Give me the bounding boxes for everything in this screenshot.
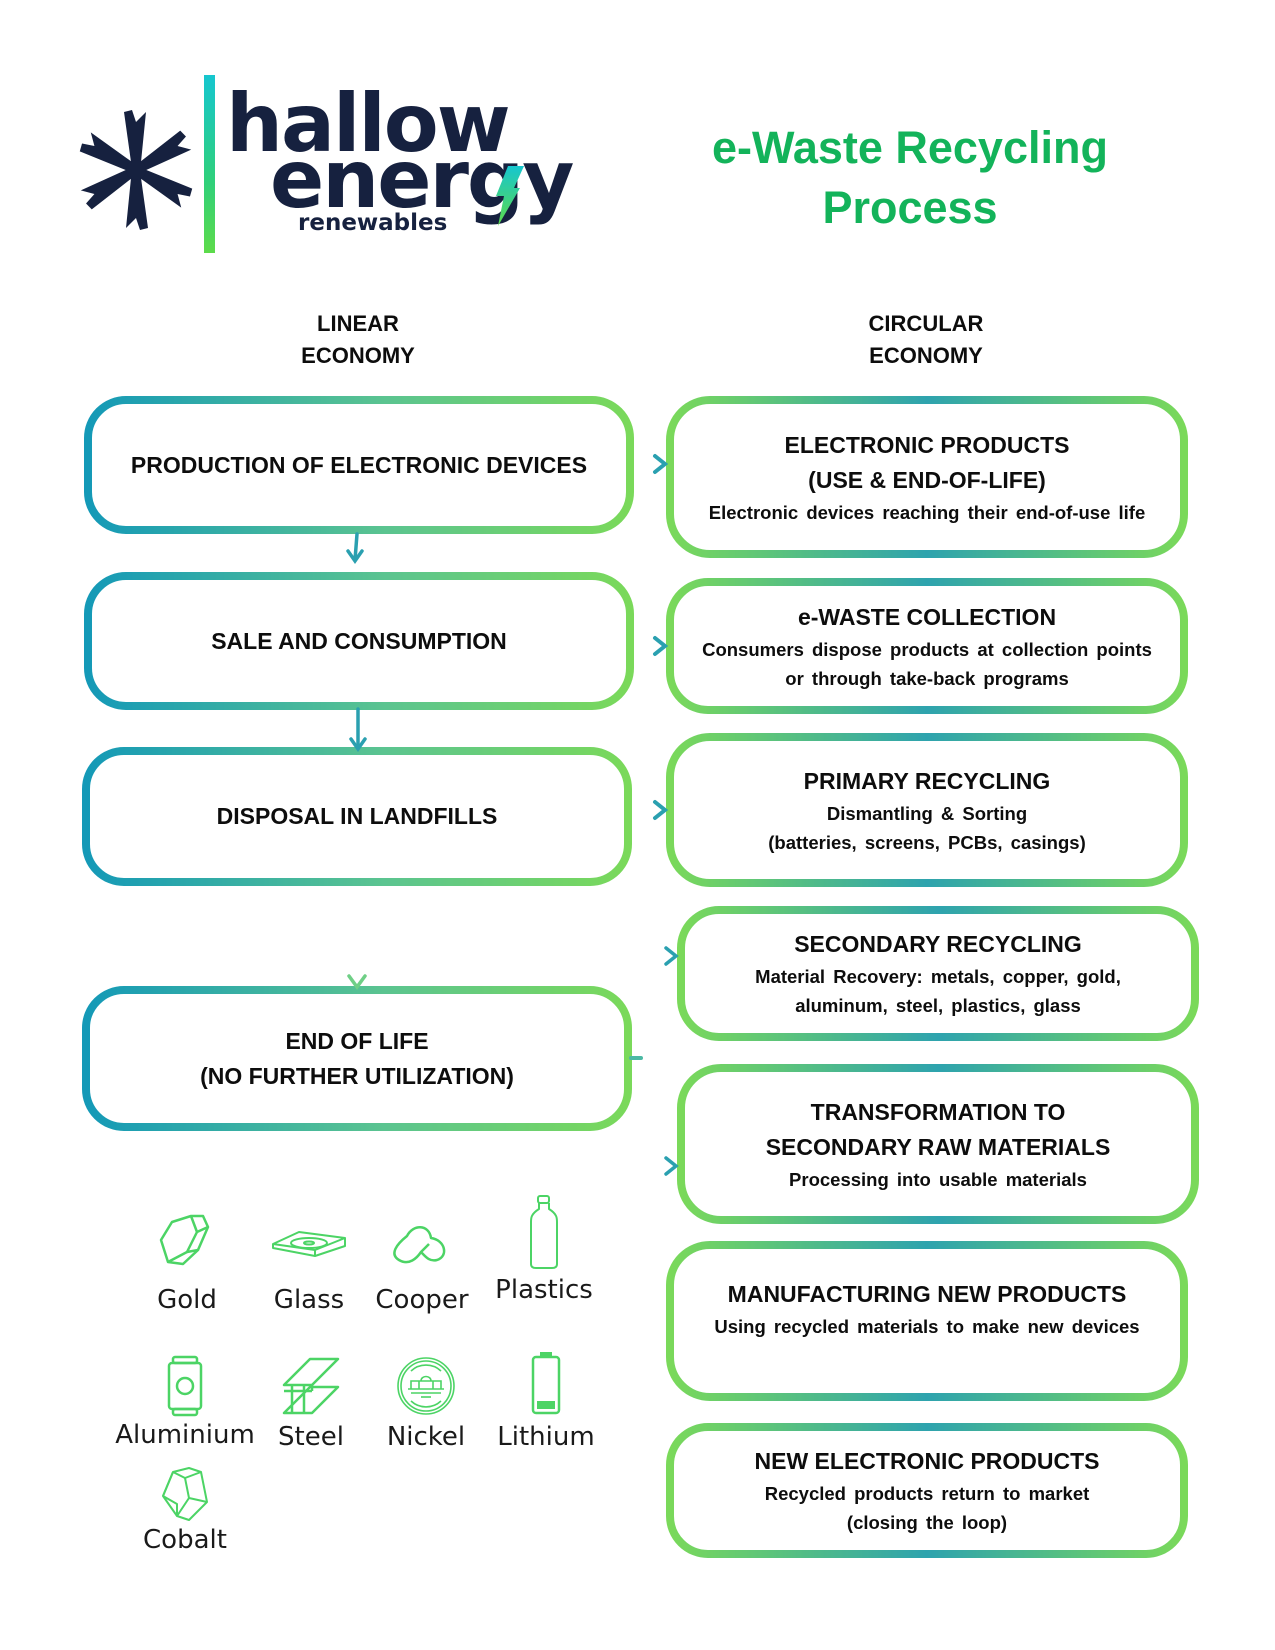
arrow-disposal-to-primary	[630, 800, 669, 820]
circular-box-7-border	[666, 1423, 1188, 1558]
copper-nugget-icon	[393, 1226, 446, 1264]
step-title: MANUFACTURING NEW PRODUCTS	[727, 1281, 1127, 1307]
logo-text-energy: energy	[270, 133, 574, 226]
material-gold: Gold	[122, 1212, 252, 1316]
step-title: e-WASTE COLLECTION	[797, 603, 1057, 630]
battery-icon	[531, 1352, 561, 1415]
page-title: e-Waste Recycling Process	[660, 118, 1160, 238]
step-title-2: (USE & END-OF-LIFE)	[808, 466, 1046, 493]
logo-divider-bar	[204, 75, 215, 253]
circular-box-1-border	[666, 396, 1188, 558]
material-aluminium: Aluminium	[115, 1355, 255, 1451]
gem-icon	[159, 1214, 210, 1266]
step-description: Recycled products return to market	[764, 1483, 1090, 1504]
step-description-2: or through take-back programs	[785, 667, 1069, 689]
step-description-2: (batteries, screens, PCBs, casings)	[768, 831, 1086, 853]
step-title: SALE AND CONSUMPTION	[211, 627, 507, 654]
linear-box-2-border	[84, 572, 634, 710]
linear-step-production: PRODUCTION OF ELECTRONIC DEVICES	[92, 404, 626, 526]
linear-heading-line-1: LINEAR	[317, 311, 399, 336]
arrow-linear-1-to-2	[346, 532, 364, 565]
step-title: DISPOSAL IN LANDFILLS	[216, 803, 498, 829]
step-description: Using recycled materials to make new dev…	[714, 1316, 1140, 1337]
page-title-line-1: e-Waste Recycling	[712, 122, 1108, 173]
circular-step-manufacturing: MANUFACTURING NEW PRODUCTS Using recycle…	[674, 1249, 1180, 1369]
circular-box-6-border	[666, 1241, 1188, 1401]
step-title-2: (NO FURTHER UTILIZATION)	[200, 1062, 514, 1089]
arrow-sale-to-collection	[632, 636, 669, 656]
material-label: Lithium	[497, 1422, 595, 1452]
circular-step-primary-recycling: PRIMARY RECYCLING Dismantling & Sorting …	[674, 741, 1180, 879]
logo-snowflake-icon	[76, 110, 196, 230]
can-icon	[167, 1355, 203, 1417]
circular-step-secondary-recycling: SECONDARY RECYCLING Material Recovery: m…	[685, 914, 1191, 1033]
step-description: Consumers dispose products at collection…	[702, 638, 1152, 660]
material-label: Cobalt	[143, 1525, 227, 1555]
circular-heading-line-2: ECONOMY	[869, 343, 983, 368]
step-title: ELECTRONIC PRODUCTS	[784, 431, 1070, 458]
circular-step-electronic-products: ELECTRONIC PRODUCTS (USE & END-OF-LIFE) …	[674, 404, 1180, 550]
step-title: SECONDARY RECYCLING	[794, 931, 1082, 957]
step-description-2: aluminum, steel, plastics, glass	[795, 995, 1081, 1016]
step-title: NEW ELECTRONIC PRODUCTS	[754, 1448, 1100, 1474]
step-description: Processing into usable materials	[789, 1168, 1087, 1190]
linear-economy-heading: LINEAR ECONOMY	[208, 308, 508, 372]
circular-economy-heading: CIRCULAR ECONOMY	[776, 308, 1076, 372]
material-plastics: Plastics	[479, 1195, 609, 1306]
logo-text-renewables: renewables	[298, 210, 448, 236]
circular-box-4-border	[677, 906, 1199, 1041]
material-label: Aluminium	[115, 1420, 255, 1450]
material-cobalt: Cobalt	[120, 1466, 250, 1556]
step-title: PRODUCTION OF ELECTRONIC DEVICES	[130, 451, 588, 478]
circular-heading-line-1: CIRCULAR	[868, 311, 984, 336]
circular-box-5-border	[677, 1064, 1199, 1224]
coin-icon	[397, 1357, 455, 1415]
material-label: Plastics	[495, 1275, 593, 1305]
linear-step-disposal: DISPOSAL IN LANDFILLS	[90, 755, 624, 878]
step-description: Electronic devices reaching their end-of…	[708, 501, 1146, 523]
page-title-line-2: Process	[822, 182, 998, 233]
arrow-production-to-electronic-products	[632, 454, 669, 474]
material-label: Glass	[273, 1285, 345, 1315]
split-connector	[629, 946, 679, 1176]
linear-box-4-border	[82, 986, 632, 1131]
step-description-2: (closing the loop)	[846, 1512, 1008, 1533]
logo-bolt-icon	[488, 166, 524, 226]
circular-box-2-border	[666, 578, 1188, 714]
linear-box-3-border	[82, 747, 632, 886]
steel-beam-icon	[282, 1357, 340, 1415]
bottle-icon	[530, 1195, 558, 1269]
material-label: Nickel	[386, 1422, 466, 1452]
step-title: PRIMARY RECYCLING	[803, 767, 1051, 794]
step-title-2: SECONDARY RAW MATERIALS	[765, 1133, 1111, 1160]
step-description: Dismantling & Sorting	[826, 802, 1028, 824]
circular-step-transformation: TRANSFORMATION TO SECONDARY RAW MATERIAL…	[685, 1072, 1191, 1216]
arrow-linear-3-to-4	[347, 883, 367, 990]
material-steel: Steel	[246, 1355, 376, 1453]
circular-step-collection: e-WASTE COLLECTION Consumers dispose pro…	[674, 586, 1180, 706]
glass-sheet-icon	[272, 1231, 346, 1257]
step-title: END OF LIFE	[285, 1027, 429, 1054]
step-description: Material Recovery: metals, copper, gold,	[755, 966, 1121, 987]
arrow-linear-2-to-3	[349, 707, 367, 753]
material-lithium: Lithium	[481, 1350, 611, 1453]
material-copper: Cooper	[357, 1212, 487, 1316]
linear-box-1-border	[84, 396, 634, 534]
circular-box-3-border	[666, 733, 1188, 887]
material-label: Steel	[278, 1422, 344, 1452]
linear-heading-line-2: ECONOMY	[301, 343, 415, 368]
material-label: Cooper	[375, 1285, 469, 1315]
linear-step-sale: SALE AND CONSUMPTION	[92, 580, 626, 702]
ore-icon	[162, 1467, 208, 1521]
material-glass: Glass	[244, 1212, 374, 1316]
material-label: Gold	[157, 1285, 217, 1315]
step-title: TRANSFORMATION TO	[810, 1098, 1066, 1125]
linear-step-end-of-life: END OF LIFE (NO FURTHER UTILIZATION)	[90, 994, 624, 1123]
material-nickel: Nickel	[361, 1355, 491, 1453]
circular-step-new-products: NEW ELECTRONIC PRODUCTS Recycled product…	[674, 1431, 1180, 1550]
logo-text-hallow: hallow	[226, 77, 511, 170]
